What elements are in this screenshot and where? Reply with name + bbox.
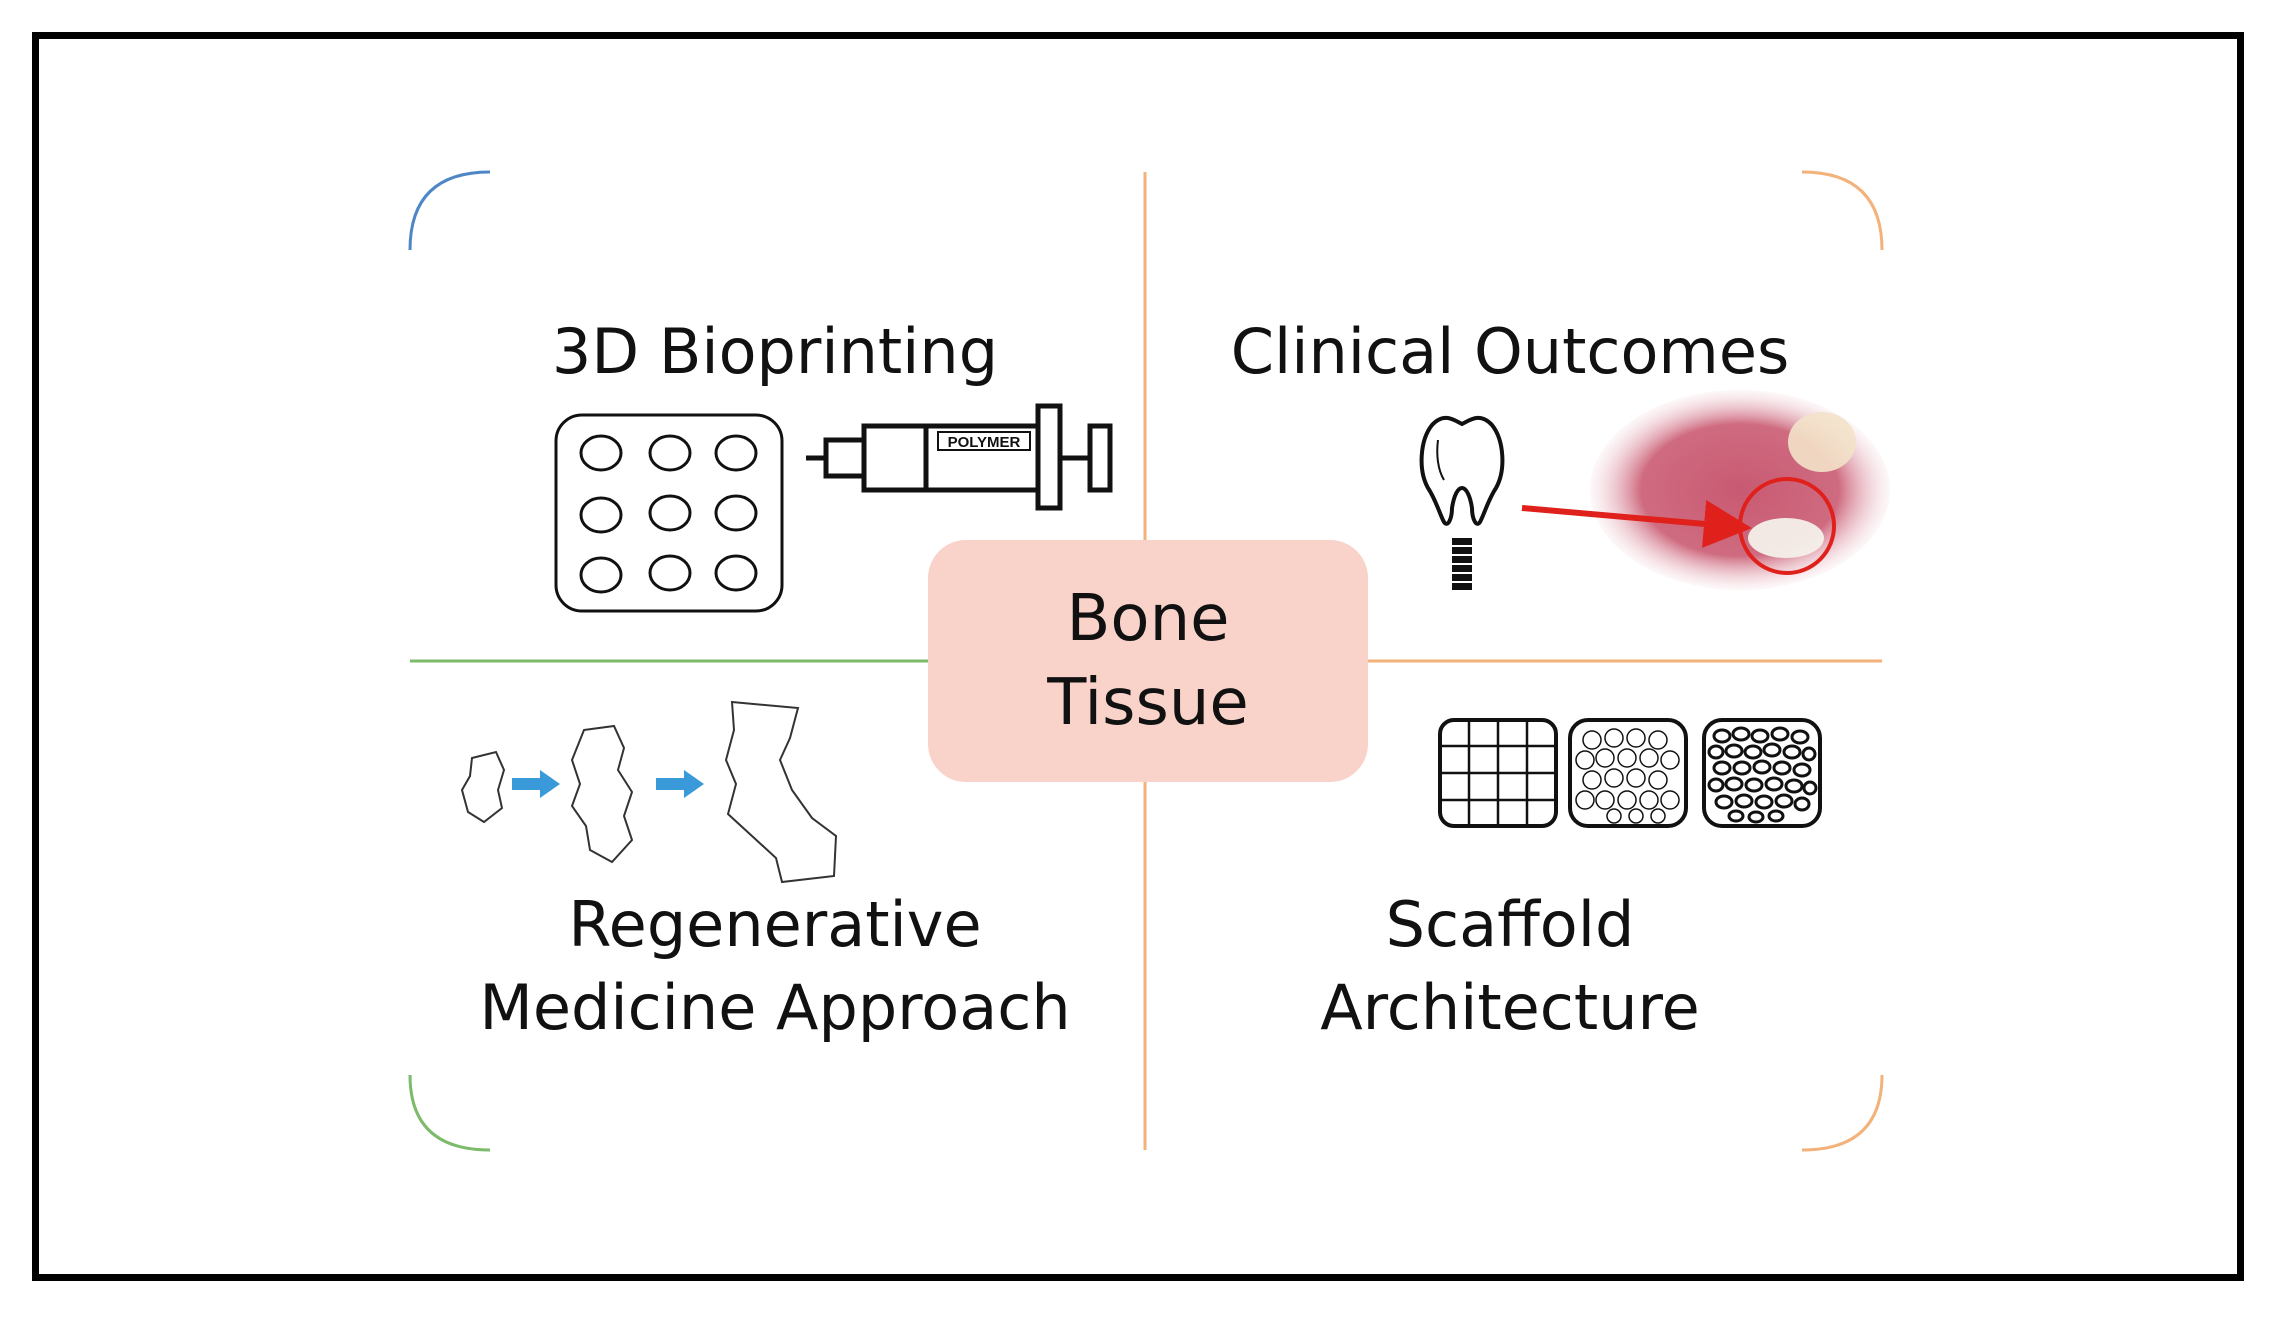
scaffold-pores-icon <box>1702 718 1822 828</box>
title-regenerative-line2: Medicine Approach <box>479 971 1071 1044</box>
title-regenerative-line1: Regenerative <box>568 888 982 961</box>
center-bone-tissue-box: Bone Tissue <box>928 540 1368 782</box>
title-scaffold-line2: Architecture <box>1320 971 1700 1044</box>
scaffold-circles-icon <box>1568 718 1688 828</box>
bone-growth-icon <box>460 700 838 884</box>
title-clinical-outcomes: Clinical Outcomes <box>1230 315 1790 388</box>
corner-arc-bottom-right <box>1801 1074 1884 1152</box>
bone-growth-arrow-2 <box>656 770 704 798</box>
corner-arc-bottom-left <box>408 1074 491 1152</box>
title-scaffold-line1: Scaffold <box>1385 888 1635 961</box>
corner-arc-top-left <box>408 170 491 251</box>
clinical-highlight-circle <box>1738 477 1836 575</box>
tooth-implant-icon <box>1419 415 1505 590</box>
bone-growth-arrow-1 <box>512 770 560 798</box>
corner-arc-top-right <box>1801 170 1884 251</box>
center-label-line2: Tissue <box>1047 666 1249 740</box>
scaffold-grid-icon <box>1438 718 1558 828</box>
well-plate-icon <box>554 413 784 613</box>
syringe-icon <box>806 403 1113 511</box>
syringe-label: POLYMER <box>948 434 1021 451</box>
title-3d-bioprinting: 3D Bioprinting <box>551 315 999 388</box>
clinical-arrow <box>1521 500 1752 548</box>
center-label-line1: Bone <box>1066 582 1230 656</box>
gum-photo <box>1590 390 1890 590</box>
